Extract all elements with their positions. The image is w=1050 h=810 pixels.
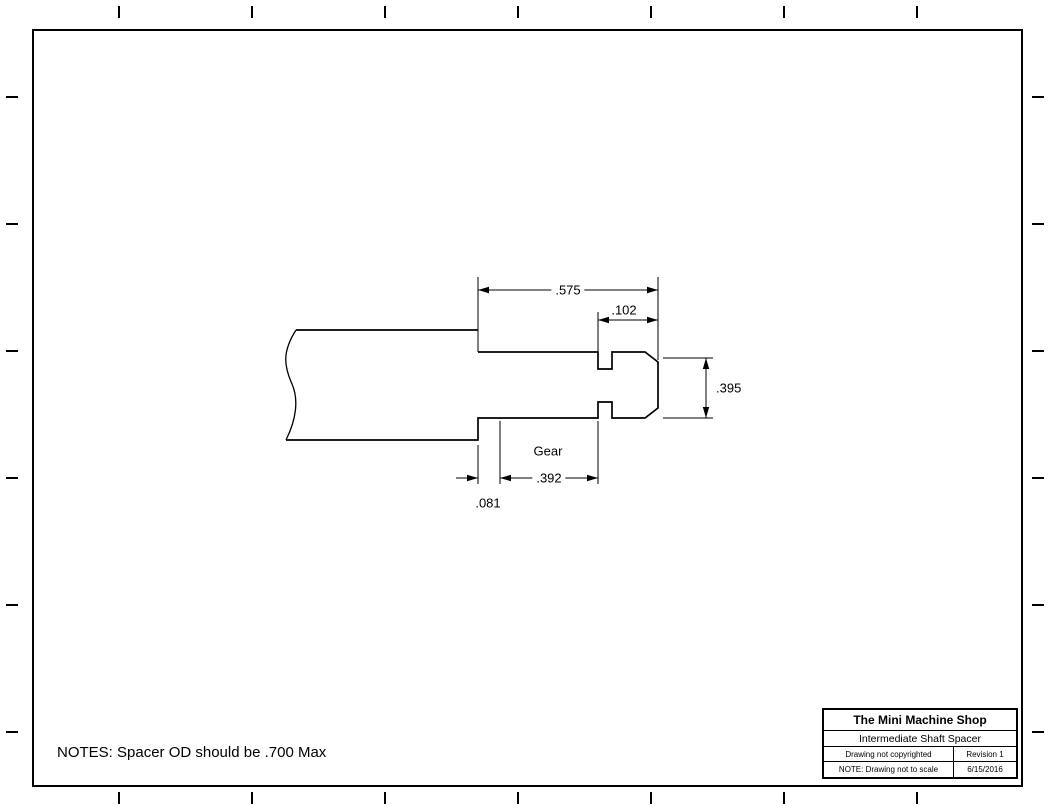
dim-spacer-width-label: .081 xyxy=(475,495,501,511)
sheet-border xyxy=(32,29,1023,787)
spacer-profile xyxy=(286,351,659,441)
dim-groove-to-end-label: .102 xyxy=(611,302,637,318)
title-block-company: The Mini Machine Shop xyxy=(824,710,1016,731)
zone-ticks-top xyxy=(118,6,918,18)
title-block-date: 6/15/2016 xyxy=(967,765,1003,774)
zone-ticks-right xyxy=(1032,96,1044,733)
notes-text: NOTES: Spacer OD should be .700 Max xyxy=(57,744,327,761)
title-block-row-note: NOTE: Drawing not to scale 6/15/2016 xyxy=(824,762,1016,777)
zone-ticks-left xyxy=(6,96,18,733)
break-line xyxy=(285,329,297,441)
dim-overall-length-label: .575 xyxy=(551,282,585,298)
title-block: The Mini Machine Shop Intermediate Shaft… xyxy=(822,708,1018,779)
dimension-arrowheads xyxy=(467,286,710,482)
title-block-row-copyright: Drawing not copyrighted Revision 1 xyxy=(824,747,1016,762)
dimension-linework xyxy=(456,277,713,484)
part-outline xyxy=(285,329,659,441)
title-block-copyright: Drawing not copyrighted xyxy=(824,747,954,761)
dim-gear-width-label: .392 xyxy=(532,470,566,486)
title-block-revision: Revision 1 xyxy=(966,749,1004,759)
dim-end-diameter-label: .395 xyxy=(716,380,742,396)
title-block-part-name: Intermediate Shaft Spacer xyxy=(824,731,1016,747)
zone-ticks-bottom xyxy=(118,792,918,804)
title-block-scale-note: NOTE: Drawing not to scale xyxy=(824,762,954,777)
gear-label: Gear xyxy=(533,443,563,459)
